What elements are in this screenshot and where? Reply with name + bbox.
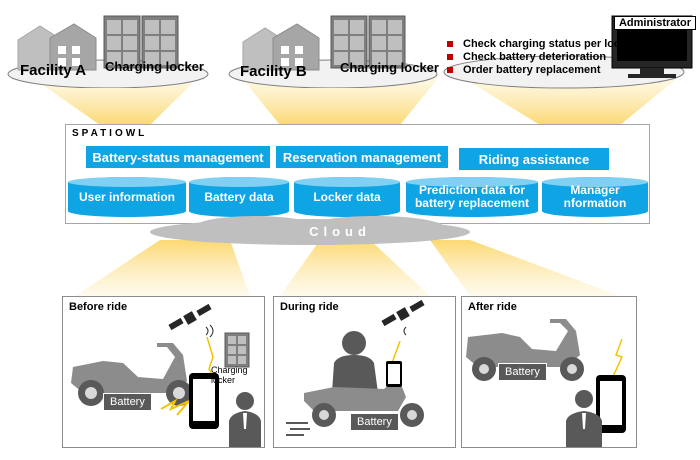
smartphone-icon xyxy=(596,375,626,433)
beam-manager xyxy=(460,76,680,125)
person-icon xyxy=(566,390,602,447)
lightning-icon xyxy=(160,398,190,416)
satellite-icon xyxy=(381,299,425,327)
facility-a-label: Facility A xyxy=(20,62,87,79)
battery-tag: Battery xyxy=(498,363,547,381)
beam-during-ride xyxy=(280,240,430,296)
panel-title: During ride xyxy=(280,301,339,313)
smartphone-icon xyxy=(189,373,219,429)
satellite-icon xyxy=(168,303,212,331)
database-battery-data: Battery data xyxy=(189,177,289,217)
building-icon xyxy=(242,23,320,71)
function-battery-status: Battery-status management xyxy=(86,146,270,168)
charging-locker-label: Charging locker xyxy=(211,365,248,385)
database-prediction-data: Prediction data for battery replacement xyxy=(406,177,538,217)
signal-icon xyxy=(205,324,214,338)
scooter-icon xyxy=(304,377,424,427)
person-icon xyxy=(229,392,261,447)
battery-tag: Battery xyxy=(103,393,152,411)
panel-title: After ride xyxy=(468,301,517,313)
lightning-icon xyxy=(609,338,624,384)
scooter-icon xyxy=(71,343,192,406)
facility-a-illustration xyxy=(7,15,209,88)
panel-title: Before ride xyxy=(69,301,128,313)
beam-after-ride xyxy=(430,240,620,296)
charging-locker-icon xyxy=(330,15,406,69)
charging-locker-icon xyxy=(103,15,179,69)
bullet-icon xyxy=(447,67,453,74)
scooter-icon xyxy=(466,319,584,381)
beam-before-ride xyxy=(75,240,250,296)
beam-facility-b xyxy=(240,76,440,125)
database-locker-data: Locker data xyxy=(294,177,400,217)
facility-a-locker-label: Charging locker xyxy=(105,59,204,74)
facility-b-label: Facility B xyxy=(240,63,307,80)
before-ride-illustration xyxy=(71,303,261,447)
after-ride-illustration xyxy=(466,319,626,447)
bullet-icon xyxy=(447,41,453,48)
platform-panel: SPATIOWL Battery-status management Reser… xyxy=(65,124,650,224)
administrator-title: Administrator xyxy=(614,16,696,30)
administrator-task: Check battery deterioration xyxy=(447,51,637,64)
facility-b-locker-label: Charging locker xyxy=(340,60,439,75)
during-ride-illustration xyxy=(286,299,425,436)
signal-icon xyxy=(403,326,407,336)
charging-locker-icon xyxy=(224,332,250,368)
function-reservation: Reservation management xyxy=(276,146,448,168)
facility-b-illustration xyxy=(228,15,438,88)
building-icon xyxy=(17,23,97,71)
administrator-task-list: Check charging status per locker Check b… xyxy=(447,38,637,77)
panel-during-ride: During ride Battery xyxy=(273,296,456,448)
battery-tag: Battery xyxy=(350,413,399,431)
administrator-task: Order battery replacement xyxy=(447,64,637,77)
rider-icon xyxy=(332,331,378,393)
platform-brand: SPATIOWL xyxy=(72,128,148,139)
database-user-information: User information xyxy=(68,177,186,217)
function-riding-assistance: Riding assistance xyxy=(459,148,609,170)
administrator-task: Check charging status per locker xyxy=(447,38,637,51)
motion-lines-icon xyxy=(286,422,310,436)
panel-after-ride: After ride Battery xyxy=(461,296,637,448)
cloud-label: Cloud xyxy=(309,224,371,239)
smartphone-icon xyxy=(386,361,402,387)
cloud-shape xyxy=(150,216,470,245)
panel-before-ride: Before ride xyxy=(62,296,265,448)
beam-facility-a xyxy=(30,76,200,125)
bullet-icon xyxy=(447,54,453,61)
database-manager-information: Manager nformation xyxy=(542,177,648,217)
